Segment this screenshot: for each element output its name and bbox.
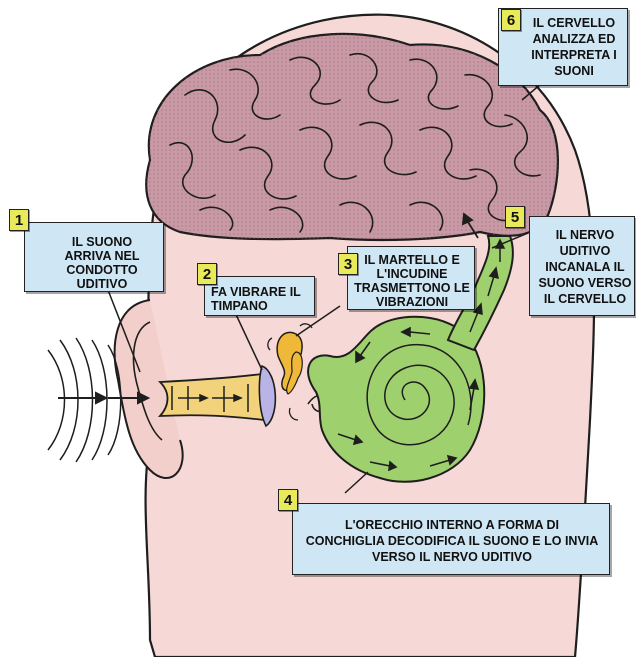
step-2-number: 2	[197, 263, 217, 285]
step-1-number: 1	[9, 209, 29, 231]
sound-waves	[48, 338, 121, 462]
step-4-text: L'ORECCHIO INTERNO A FORMA DI CONCHIGLIA…	[305, 517, 599, 565]
step-1-text: IL SUONO ARRIVA NEL CONDOTTO UDITIVO	[47, 235, 157, 291]
step-5-text: IL NERVO UDITIVO INCANALA IL SUONO VERSO…	[538, 227, 632, 307]
step-3-number: 3	[338, 253, 358, 275]
step-4-number: 4	[278, 489, 298, 511]
step-1-callout: IL SUONO ARRIVA NEL CONDOTTO UDITIVO	[24, 222, 164, 292]
step-2-text: FA VIBRARE IL TIMPANO	[211, 285, 310, 313]
step-5-number: 5	[505, 206, 525, 228]
step-4-callout: L'ORECCHIO INTERNO A FORMA DI CONCHIGLIA…	[292, 503, 610, 575]
step-5-callout: IL NERVO UDITIVO INCANALA IL SUONO VERSO…	[529, 216, 635, 316]
step-6-text: IL CERVELLO ANALIZZA ED INTERPRETA I SUO…	[525, 15, 623, 79]
step-6-number: 6	[501, 9, 521, 31]
step-2-callout: FA VIBRARE IL TIMPANO	[204, 276, 315, 316]
step-3-text: IL MARTELLO E L'INCUDINE TRASMETTONO LE …	[354, 253, 470, 309]
step-3-callout: IL MARTELLO E L'INCUDINE TRASMETTONO LE …	[347, 246, 475, 310]
